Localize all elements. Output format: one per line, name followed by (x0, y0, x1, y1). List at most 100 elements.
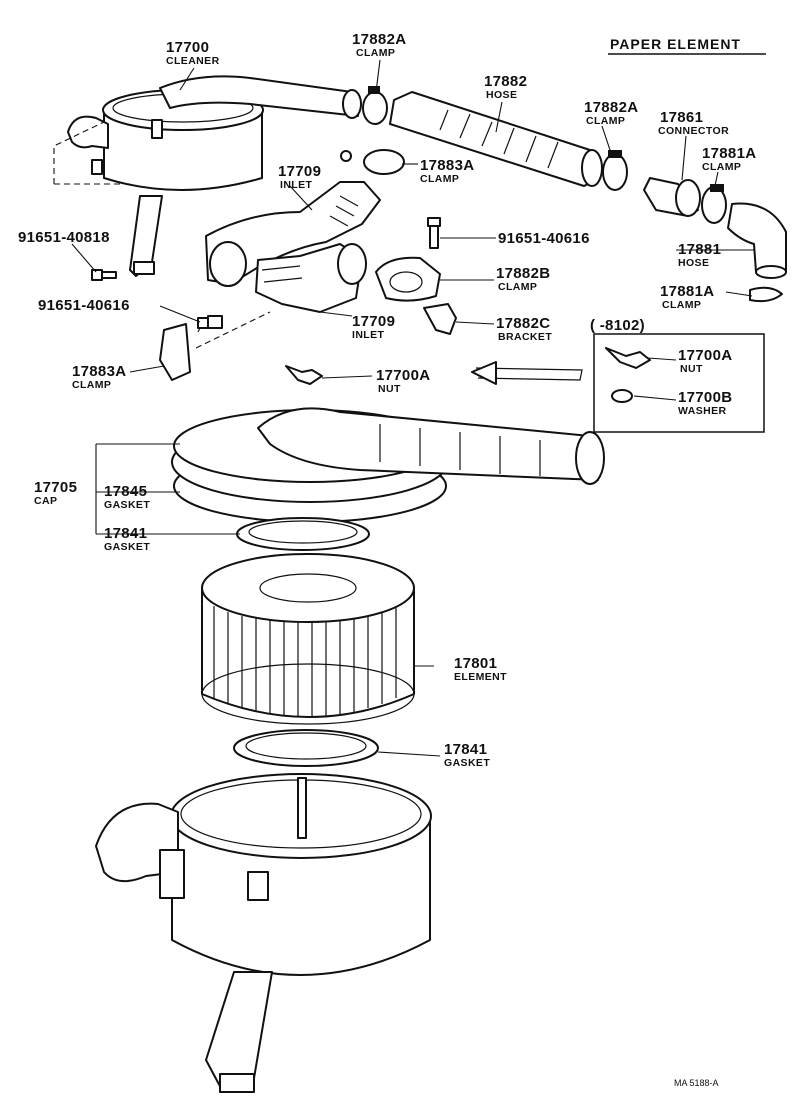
callout-clamp-17883a: 17883A CLAMP (420, 157, 474, 185)
hose-17881 (727, 202, 787, 279)
callout-name: INLET (280, 179, 313, 191)
callout-name: CLAMP (662, 299, 701, 311)
callout-name: CLAMP (498, 281, 537, 293)
callout-number: 17881A (702, 145, 756, 162)
connector-17861 (643, 177, 701, 217)
callout-name: GASKET (104, 499, 150, 511)
callout-cap: 17705 CAP (34, 479, 77, 507)
callout-cleaner: 17700 CLEANER (166, 39, 220, 67)
callout-number: 17700 (166, 39, 209, 56)
bolt-91651-40616-right (427, 217, 441, 249)
clamp-17882a-mid (602, 150, 628, 191)
bolt-91651-40818 (91, 269, 117, 281)
callout-number: 17861 (660, 109, 703, 126)
callout-bolt-left-mid: 91651-40616 (38, 297, 130, 314)
callout-gasket-lower: 17841 GASKET (444, 741, 490, 769)
callout-name: CLEANER (166, 55, 220, 67)
callout-name: CLAMP (356, 47, 395, 59)
callout-gasket-cap: 17845 GASKET (104, 483, 150, 511)
diagram-title: PAPER ELEMENT (610, 36, 741, 52)
cleaner-assembly-small (67, 75, 362, 277)
callout-number: 17705 (34, 479, 77, 496)
callout-name: NUT (680, 363, 703, 375)
callout-number: 17841 (104, 525, 147, 542)
arrow-shaft (475, 367, 583, 381)
callout-number: 91651-40616 (498, 230, 590, 247)
callout-name: HOSE (486, 89, 517, 101)
inset-period: ( -8102) (590, 317, 645, 334)
callout-bracket: 17882C BRACKET (496, 315, 552, 343)
callout-hose-17881: 17881 HOSE (678, 241, 721, 269)
drawing-code: MA 5188-A (674, 1078, 719, 1088)
gasket-17841-lower (233, 729, 379, 767)
callout-name: CLAMP (420, 173, 459, 185)
callout-number: 91651-40616 (38, 297, 130, 314)
callout-name: CLAMP (702, 161, 741, 173)
callout-gasket-upper: 17841 GASKET (104, 525, 150, 553)
callout-clamp-17881a-second: 17881A CLAMP (660, 283, 714, 311)
callout-number: 17882A (352, 31, 406, 48)
callout-name: BRACKET (498, 331, 552, 343)
callout-clamp-17882a-mid: 17882A CLAMP (584, 99, 638, 127)
bolt-91651-40616-left (197, 315, 223, 329)
callout-number: 91651-40818 (18, 229, 110, 246)
callout-number: 17882B (496, 265, 550, 282)
callout-name: ELEMENT (454, 671, 507, 683)
callout-name: NUT (378, 383, 401, 395)
callout-number: 17709 (278, 163, 321, 180)
callout-element: 17801 ELEMENT (454, 655, 507, 683)
callout-inlet-upper: 17709 INLET (278, 163, 321, 191)
callout-clamp-17882a-top: 17882A CLAMP (352, 31, 406, 59)
dashed-guide (197, 327, 201, 333)
callout-clamp-17882b: 17882B CLAMP (496, 265, 550, 293)
callout-number: 17881A (660, 283, 714, 300)
clamp-17882b (375, 256, 441, 302)
bracket-17882c (423, 303, 457, 335)
callout-number: 17709 (352, 313, 395, 330)
clamp-17883a-second (159, 323, 191, 381)
wing-nut-17700a (285, 365, 323, 385)
callout-connector: 17861 CONNECTOR (658, 109, 729, 137)
callout-bolt-right: 91651-40616 (498, 230, 590, 247)
clamp-17883a (340, 149, 405, 175)
callout-name: WASHER (678, 405, 727, 417)
cap-17705 (171, 407, 605, 523)
cleaner-body-17700 (95, 773, 432, 1093)
callout-number: 17882 (484, 73, 527, 90)
gasket-17841-upper (236, 517, 370, 551)
arrow-head (471, 361, 497, 385)
callout-number: 17841 (444, 741, 487, 758)
clamp-17881a (701, 184, 727, 224)
callout-number: 17845 (104, 483, 147, 500)
callout-nut-inset: 17700A NUT (678, 347, 732, 375)
callout-nut-main: 17700A NUT (376, 367, 430, 395)
clamp-17882a-top (362, 86, 388, 125)
callout-washer-inset: 17700B WASHER (678, 389, 732, 417)
callout-number: 17882C (496, 315, 550, 332)
callout-clamp-17881a: 17881A CLAMP (702, 145, 756, 173)
callout-number: 17801 (454, 655, 497, 672)
callout-inlet-lower: 17709 INLET (352, 313, 395, 341)
callout-name: HOSE (678, 257, 709, 269)
hose-17882 (389, 91, 603, 187)
callout-name: INLET (352, 329, 385, 341)
callout-number: 17882A (584, 99, 638, 116)
callout-name: CAP (34, 495, 57, 507)
element-17801 (201, 553, 415, 725)
callout-name: CONNECTOR (658, 125, 729, 137)
callout-number: 17883A (420, 157, 474, 174)
inlet-17709-upper (205, 181, 381, 287)
leader-lines (71, 59, 754, 757)
callout-bolt-left-top: 91651-40818 (18, 229, 110, 246)
dashed-guide (53, 121, 105, 184)
callout-number: 17883A (72, 363, 126, 380)
dashed-guide (195, 311, 271, 349)
callout-number: 17881 (678, 241, 721, 258)
callout-number: 17700A (376, 367, 430, 384)
inset-box: ( -8102) (590, 317, 765, 433)
callout-name: GASKET (444, 757, 490, 769)
callout-number: 17700B (678, 389, 732, 406)
callout-name: CLAMP (586, 115, 625, 127)
callout-name: CLAMP (72, 379, 111, 391)
